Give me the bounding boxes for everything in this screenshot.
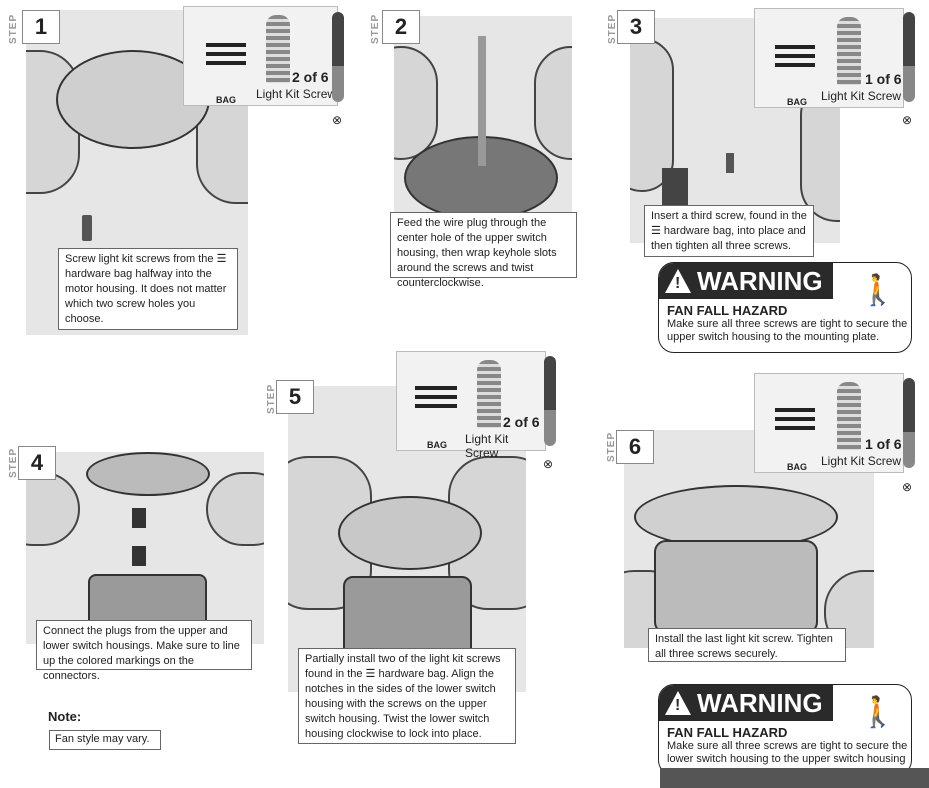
phillips-icon: ⊗ <box>543 457 554 471</box>
fan-blade <box>534 46 572 160</box>
step-2-label: STEP <box>370 13 381 44</box>
bag-tag: BAG <box>787 462 807 472</box>
upper-switch-housing <box>338 496 482 570</box>
warning-box-2: ! WARNING 🚶 FAN FALL HAZARD Make sure al… <box>658 684 912 776</box>
connector-icon <box>132 546 146 566</box>
step-1-number: 1 <box>22 10 60 44</box>
warning-title: WARNING <box>697 687 823 718</box>
screw-icon <box>477 360 501 428</box>
screwdriver-icon <box>903 12 915 102</box>
step-1-caption: Screw light kit screws from the ☰ hardwa… <box>58 248 238 330</box>
step-6-caption: Install the last light kit screw. Tighte… <box>648 628 846 662</box>
screw-count: 1 of 6 <box>865 71 902 87</box>
note-title: Note: <box>48 709 82 724</box>
connector-icon <box>132 508 146 528</box>
wire-icon <box>478 36 486 166</box>
step-3-caption: Insert a third screw, found in the ☰ har… <box>644 205 814 257</box>
screwdriver-icon <box>332 12 344 102</box>
screw-name: Light Kit Screw <box>256 87 337 101</box>
step-5-hardware-bag: BAG 2 of 6 Light Kit Screw <box>396 351 546 460</box>
screw-icon <box>82 215 92 241</box>
warning-text: Make sure all three screws are tight to … <box>667 318 908 343</box>
screw-icon <box>726 153 734 173</box>
step-5-caption: Partially install two of the light kit s… <box>298 648 516 744</box>
screw-count: 1 of 6 <box>865 436 902 452</box>
screw-count: 2 of 6 <box>503 414 540 430</box>
step-3-number: 3 <box>617 10 655 44</box>
screw-icon <box>837 382 861 450</box>
step-5-number: 5 <box>276 380 314 414</box>
bag-tag: BAG <box>216 95 236 105</box>
falling-person-icon: 🚶 <box>859 274 897 307</box>
fan-blade <box>206 472 264 546</box>
phillips-icon: ⊗ <box>332 113 343 127</box>
step-4-caption: Connect the plugs from the upper and low… <box>36 620 252 682</box>
bag-tag: BAG <box>427 440 447 450</box>
warning-hazard: FAN FALL HAZARD <box>667 303 788 318</box>
bag-icon <box>415 386 457 413</box>
warning-header: ! WARNING <box>659 685 833 721</box>
warning-box-1: ! WARNING 🚶 FAN FALL HAZARD Make sure al… <box>658 262 912 353</box>
screwdriver-icon <box>903 378 915 468</box>
warning-title: WARNING <box>697 265 823 296</box>
fan-blade <box>26 472 80 546</box>
lower-switch-housing <box>654 540 818 634</box>
screwdriver-icon <box>544 356 556 446</box>
step-4-number: 4 <box>18 446 56 480</box>
step-2-number: 2 <box>382 10 420 44</box>
bag-icon <box>775 45 815 72</box>
phillips-icon: ⊗ <box>902 480 913 494</box>
step-4-illustration <box>26 452 264 644</box>
upper-switch-housing <box>86 452 210 496</box>
warning-triangle-icon: ! <box>665 269 691 293</box>
step-6-illustration <box>624 430 874 648</box>
screw-name: Light Kit Screw <box>465 432 509 460</box>
step-1-label: STEP <box>8 13 19 44</box>
step-5-illustration <box>288 386 526 692</box>
step-2-illustration <box>394 16 572 221</box>
phillips-icon: ⊗ <box>902 113 913 127</box>
screw-name: Light Kit Screw <box>821 89 902 103</box>
step-6-hardware-bag: BAG 1 of 6 Light Kit Screw <box>754 373 904 473</box>
bag-tag: BAG <box>787 97 807 107</box>
screw-count: 2 of 6 <box>292 69 329 85</box>
step-2-caption: Feed the wire plug through the center ho… <box>390 212 577 289</box>
screw-name: Light Kit Screw <box>821 454 902 468</box>
fan-blade <box>394 46 438 160</box>
step-3-hardware-bag: BAG 1 of 6 Light Kit Screw <box>754 8 904 108</box>
bag-icon <box>775 408 815 435</box>
falling-person-icon: 🚶 <box>859 696 897 729</box>
bag-icon <box>206 43 246 70</box>
step-6-number: 6 <box>616 430 654 464</box>
upper-switch-housing <box>634 485 838 549</box>
wire-plug-icon <box>662 168 688 208</box>
note-text: Fan style may vary. <box>49 730 161 750</box>
step-1-hardware-bag: BAG 2 of 6 Light Kit Screw <box>183 6 338 106</box>
page-corner-bar <box>660 768 929 788</box>
screw-icon <box>837 17 861 85</box>
warning-text: Make sure all three screws are tight to … <box>667 740 908 765</box>
screw-icon <box>266 15 290 83</box>
warning-hazard: FAN FALL HAZARD <box>667 725 788 740</box>
warning-header: ! WARNING <box>659 263 833 299</box>
warning-triangle-icon: ! <box>665 691 691 715</box>
